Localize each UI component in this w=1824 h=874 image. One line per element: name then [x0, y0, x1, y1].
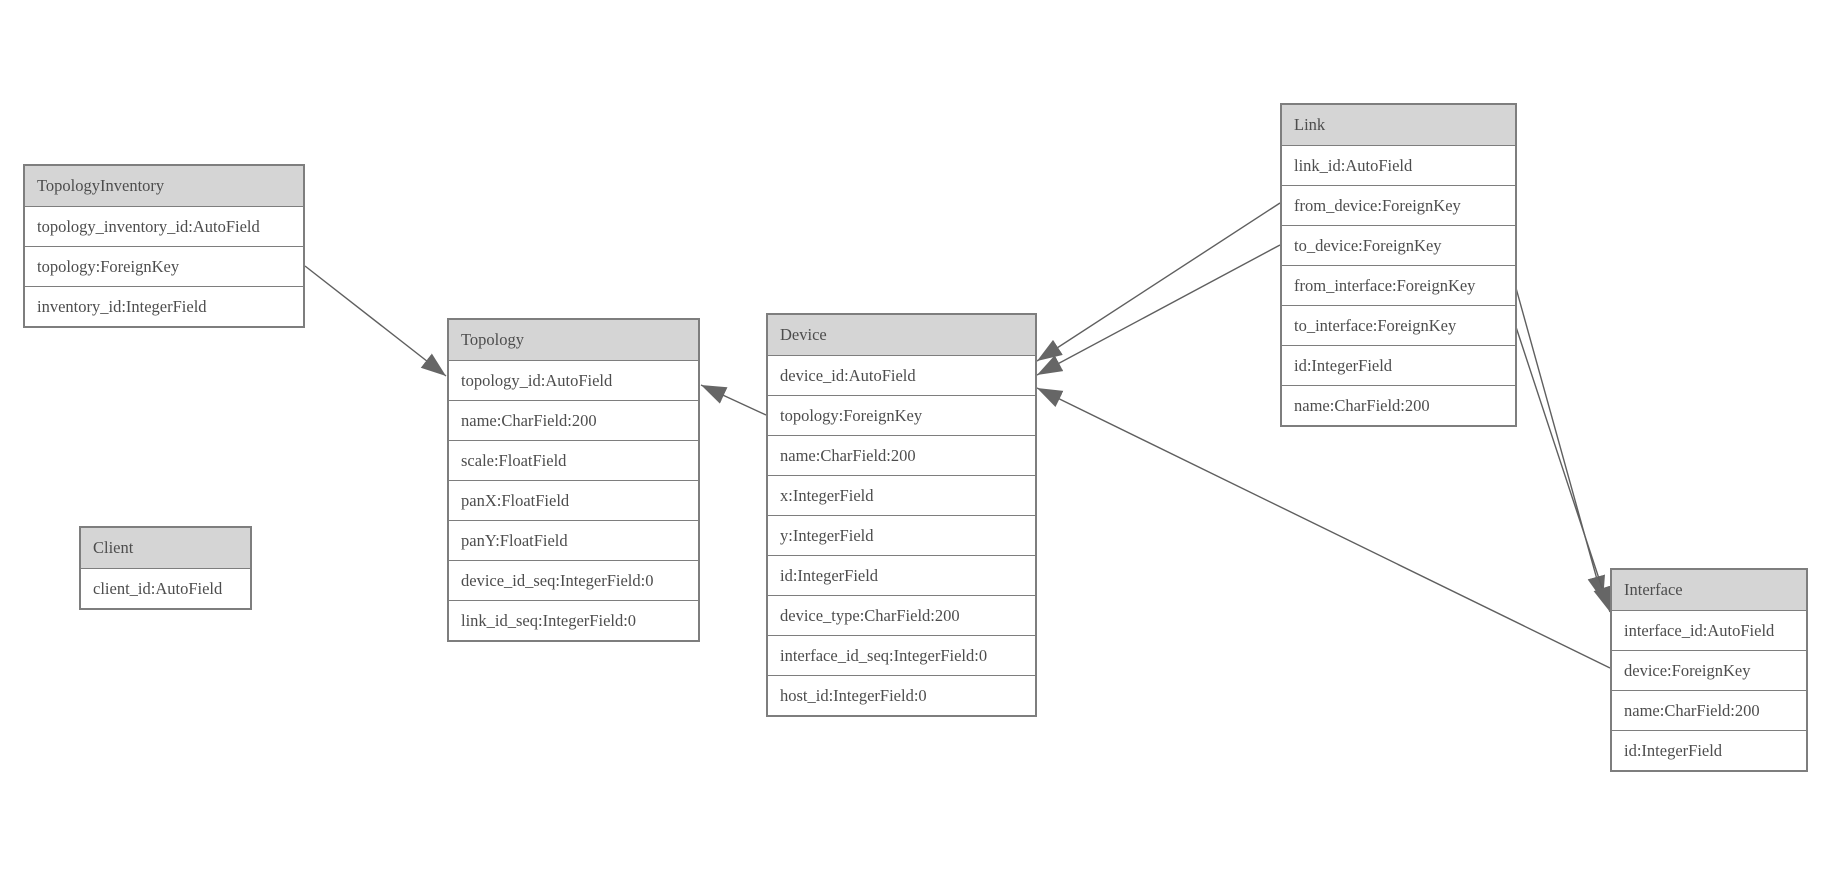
field-row: id:IntegerField: [1282, 345, 1515, 385]
edge-link-fromdevice-device: Link.from_device -> Device: [1036, 202, 1281, 362]
table-title: Device: [768, 315, 1035, 355]
field-row: to_interface:ForeignKey: [1282, 305, 1515, 345]
field-row: y:IntegerField: [768, 515, 1035, 555]
edge-interface-device: Interface.device -> Device: [1036, 387, 1611, 669]
field-row: name:CharField:200: [1612, 690, 1806, 730]
edge-link-tointerface-interface: Link.to_interface -> Interface: [1515, 326, 1611, 613]
edge-topologyinventory-topology: TopologyInventory.topology -> Topology: [304, 265, 447, 377]
field-row: topology_inventory_id:AutoField: [25, 206, 303, 246]
table-title: Client: [81, 528, 250, 568]
field-row: link_id:AutoField: [1282, 145, 1515, 185]
field-row: inventory_id:IntegerField: [25, 286, 303, 326]
table-title: Interface: [1612, 570, 1806, 610]
field-row: interface_id:AutoField: [1612, 610, 1806, 650]
field-row: client_id:AutoField: [81, 568, 250, 608]
field-row: topology_id:AutoField: [449, 360, 698, 400]
field-row: panX:FloatField: [449, 480, 698, 520]
table-title: Link: [1282, 105, 1515, 145]
field-row: name:CharField:200: [449, 400, 698, 440]
field-row: name:CharField:200: [1282, 385, 1515, 425]
table-title: TopologyInventory: [25, 166, 303, 206]
field-row: to_device:ForeignKey: [1282, 225, 1515, 265]
field-row: from_interface:ForeignKey: [1282, 265, 1515, 305]
field-row: panY:FloatField: [449, 520, 698, 560]
table-title: Topology: [449, 320, 698, 360]
edge-device-topology: Device.topology -> Topology: [700, 384, 767, 416]
field-row: id:IntegerField: [1612, 730, 1806, 770]
field-row: host_id:IntegerField:0: [768, 675, 1035, 715]
field-row: scale:FloatField: [449, 440, 698, 480]
field-row: name:CharField:200: [768, 435, 1035, 475]
field-row: x:IntegerField: [768, 475, 1035, 515]
edge-link-frominterface-interface: Link.from_interface -> Interface: [1515, 287, 1605, 602]
field-row: topology:ForeignKey: [768, 395, 1035, 435]
field-row: device_type:CharField:200: [768, 595, 1035, 635]
field-row: device:ForeignKey: [1612, 650, 1806, 690]
field-row: interface_id_seq:IntegerField:0: [768, 635, 1035, 675]
edge-link-todevice-device: Link.to_device -> Device: [1036, 244, 1281, 376]
field-row: device_id_seq:IntegerField:0: [449, 560, 698, 600]
field-row: link_id_seq:IntegerField:0: [449, 600, 698, 640]
field-row: id:IntegerField: [768, 555, 1035, 595]
field-row: device_id:AutoField: [768, 355, 1035, 395]
field-row: topology:ForeignKey: [25, 246, 303, 286]
field-row: from_device:ForeignKey: [1282, 185, 1515, 225]
